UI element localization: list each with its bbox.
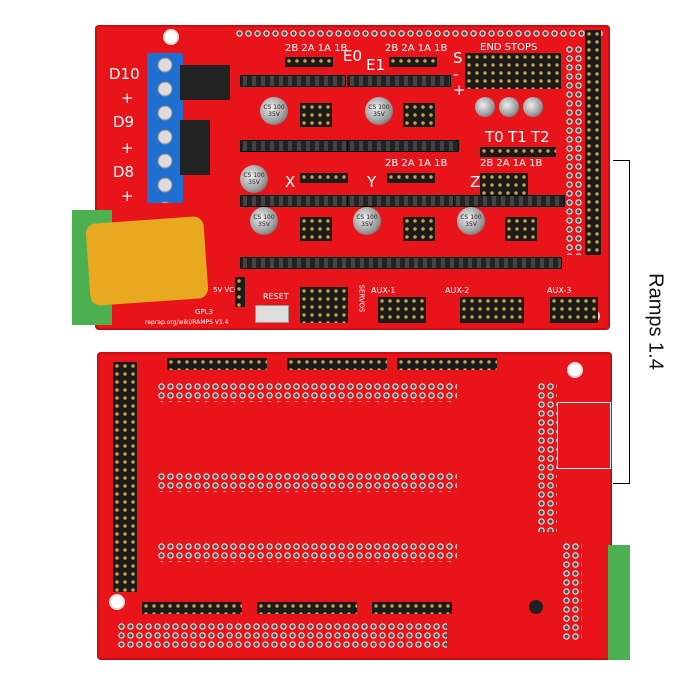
silk-outline [557, 402, 611, 469]
driver-header [480, 173, 528, 195]
capacitor: CS 100 35V [250, 207, 278, 235]
microstep-jumpers [403, 217, 435, 241]
label-url: reprap.org/wiki/RAMPS V1.4 [145, 319, 229, 326]
ramps-board-back [97, 352, 612, 660]
driver-socket [347, 140, 459, 152]
label-aux1: AUX-1 [371, 286, 396, 295]
driver-pin-label: 2B 2A 1A 1B [385, 43, 448, 54]
polyfuse-yellow [85, 215, 209, 307]
microstep-jumpers [300, 103, 332, 127]
label-e0: E0 [343, 47, 363, 65]
screw-terminal-blue [147, 53, 183, 203]
caption: Ramps 1.4 [644, 273, 667, 370]
label-plus: + [453, 81, 466, 99]
label-plus: + [121, 89, 134, 107]
mounting-hole [109, 594, 125, 610]
label-t2: T2 [531, 128, 550, 146]
microstep-jumpers [505, 217, 537, 241]
capacitor: CS 100 35V [260, 97, 288, 125]
ramps-board-front: D10 + D9 + D8 + 2B 2A 1A 1B 2B 2A 1A 1B … [95, 25, 610, 330]
solder-pads [157, 472, 457, 492]
label-aux2: AUX-2 [445, 286, 470, 295]
label-t0: T0 [485, 128, 504, 146]
label-d9: D9 [113, 113, 135, 131]
driver-header [285, 57, 333, 67]
pin-row [397, 358, 497, 370]
label-plus: + [121, 187, 134, 205]
label-vcc: 5V VCC [213, 286, 240, 294]
reset-button[interactable] [255, 305, 289, 323]
driver-pin-label: 2B 2A 1A 1B [480, 158, 543, 169]
label-plus: + [121, 139, 134, 157]
aux3-header [550, 297, 598, 323]
driver-socket [240, 140, 352, 152]
solder-pads [157, 542, 457, 562]
pin-row [287, 358, 387, 370]
microstep-jumpers [403, 103, 435, 127]
solder-pads [157, 382, 457, 402]
mounting-hole [567, 362, 583, 378]
capacitor [499, 97, 519, 117]
capacitor: CS 100 35V [457, 207, 485, 235]
driver-header [387, 173, 435, 183]
driver-header [389, 57, 437, 67]
capacitor [475, 97, 495, 117]
driver-socket [347, 75, 451, 87]
aux2-header [460, 297, 524, 323]
power-select-header [235, 277, 245, 307]
arduino-side-pads [565, 45, 583, 255]
driver-pin-label: 2B 2A 1A 1B [385, 158, 448, 169]
label-servos: SERVOS [357, 284, 366, 313]
servo-header [300, 287, 348, 323]
label-d8: D8 [113, 163, 135, 181]
label-y: Y [367, 173, 377, 191]
capacitor: CS 100 35V [353, 207, 381, 235]
driver-socket [240, 257, 562, 269]
driver-socket [453, 195, 565, 207]
label-gpl3: GPL3 [195, 308, 213, 316]
label-t1: T1 [508, 128, 527, 146]
capacitor [523, 97, 543, 117]
label-z: Z [470, 173, 481, 191]
power-terminal-green [608, 545, 630, 660]
pin-row [372, 602, 452, 614]
arduino-pins-top [235, 29, 605, 39]
driver-socket [240, 195, 352, 207]
mosfet [180, 120, 210, 175]
label-s: S [453, 49, 463, 67]
label-d10: D10 [109, 65, 140, 83]
pin-row [257, 602, 357, 614]
driver-pin-label: 2B 2A 1A 1B [285, 43, 348, 54]
driver-socket [240, 75, 346, 87]
arduino-side-header [585, 30, 601, 255]
aux1-header [378, 297, 426, 323]
pin-row [167, 358, 267, 370]
microstep-jumpers [300, 217, 332, 241]
mosfet [180, 65, 230, 100]
solder-pads [537, 382, 557, 532]
label-endstops: END STOPS [480, 42, 538, 53]
bracket [613, 160, 630, 484]
driver-socket [347, 195, 459, 207]
label-aux3: AUX-3 [547, 286, 572, 295]
label-minus: - [453, 65, 459, 83]
label-e1: E1 [366, 56, 386, 74]
capacitor: CS 100 35V [240, 165, 268, 193]
label-x: X [285, 173, 296, 191]
hole-dark [529, 600, 543, 614]
thermistor-header [480, 147, 556, 157]
pin-row [142, 602, 242, 614]
endstop-header [465, 53, 561, 89]
pin-row [113, 362, 137, 592]
driver-header [300, 173, 348, 183]
mounting-hole [163, 29, 179, 45]
solder-pads [562, 542, 582, 642]
capacitor: CS 100 35V [365, 97, 393, 125]
solder-pads [117, 622, 447, 650]
label-reset: RESET [263, 292, 289, 301]
